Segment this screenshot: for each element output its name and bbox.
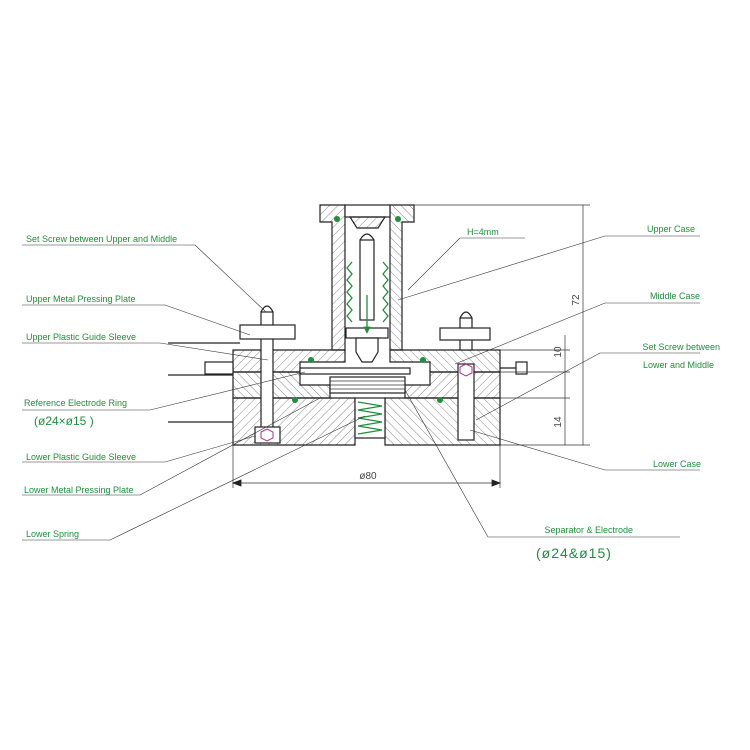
label-upper-metal-pressing-plate: Upper Metal Pressing Plate xyxy=(26,294,136,304)
label-reference-electrode-ring-dims: (ø24×ø15 ) xyxy=(34,414,94,428)
left-pin-hex-socket xyxy=(260,428,274,442)
o-ring-3 xyxy=(308,357,314,363)
cell-body xyxy=(168,204,528,446)
label-set-screw-lower-middle-line1: Set Screw between xyxy=(642,342,720,352)
dim-72-text: 72 xyxy=(571,294,582,306)
label-lower-spring: Lower Spring xyxy=(26,529,79,539)
dim-h-text: H=4mm xyxy=(467,227,499,237)
label-lower-plastic-guide-sleeve: Lower Plastic Guide Sleeve xyxy=(26,452,136,462)
lower-spring xyxy=(357,401,383,435)
label-separator-electrode: Separator & Electrode xyxy=(544,525,633,535)
label-lower-metal-pressing-plate: Lower Metal Pressing Plate xyxy=(24,485,134,495)
dim-10-text: 10 xyxy=(553,346,564,358)
upper-case-cap xyxy=(344,204,391,218)
o-ring-4 xyxy=(420,357,426,363)
upper-spring-left xyxy=(346,261,353,323)
label-upper-case: Upper Case xyxy=(647,224,695,234)
o-ring-1 xyxy=(334,216,340,222)
label-separator-electrode-dims: (ø24&ø15) xyxy=(536,545,612,561)
dimensions: 72 10 14 ø80 H=4mm xyxy=(231,204,590,488)
middle-case-right xyxy=(404,371,501,399)
wire-right-terminal xyxy=(515,361,528,375)
label-set-screw-upper-middle: Set Screw between Upper and Middle xyxy=(26,234,177,244)
upper-case-left-wall xyxy=(319,204,346,351)
lower-case-left xyxy=(232,397,356,446)
label-upper-plastic-guide-sleeve: Upper Plastic Guide Sleeve xyxy=(26,332,136,342)
upper-spring-right xyxy=(382,261,389,323)
label-middle-case: Middle Case xyxy=(650,291,700,301)
left-pin-base-screw xyxy=(254,426,281,444)
right-guide-pin-tip xyxy=(459,311,473,319)
central-rod-foot xyxy=(355,337,379,363)
dim-80-text: ø80 xyxy=(359,471,377,482)
wire-terminal xyxy=(204,361,234,375)
middle-case-left xyxy=(232,371,331,399)
label-lower-case: Lower Case xyxy=(653,459,701,469)
upper-case-cap-cone xyxy=(348,216,387,229)
left-pin-cap xyxy=(239,324,296,340)
o-ring-6 xyxy=(437,397,443,403)
left-guide-pin-tip xyxy=(260,305,274,313)
central-rod-tip xyxy=(359,233,375,241)
upper-case-right-wall xyxy=(389,204,415,351)
dim-h-leader xyxy=(407,237,461,291)
o-ring-5 xyxy=(292,397,298,403)
labels: Set Screw between Upper and Middle Upper… xyxy=(24,224,720,561)
label-set-screw-lower-middle-line2: Lower and Middle xyxy=(643,360,714,370)
dim-14-text: 14 xyxy=(553,416,564,428)
upper-spring-arrow xyxy=(363,326,371,334)
o-ring-2 xyxy=(395,216,401,222)
leader-lines xyxy=(22,235,700,541)
right-pin-cap xyxy=(439,327,491,341)
lower-case-right xyxy=(384,397,501,446)
right-set-screw xyxy=(457,363,475,441)
right-set-screw-hex xyxy=(459,363,473,377)
reference-electrode-ring xyxy=(299,367,411,375)
label-reference-electrode-ring: Reference Electrode Ring xyxy=(24,398,127,408)
